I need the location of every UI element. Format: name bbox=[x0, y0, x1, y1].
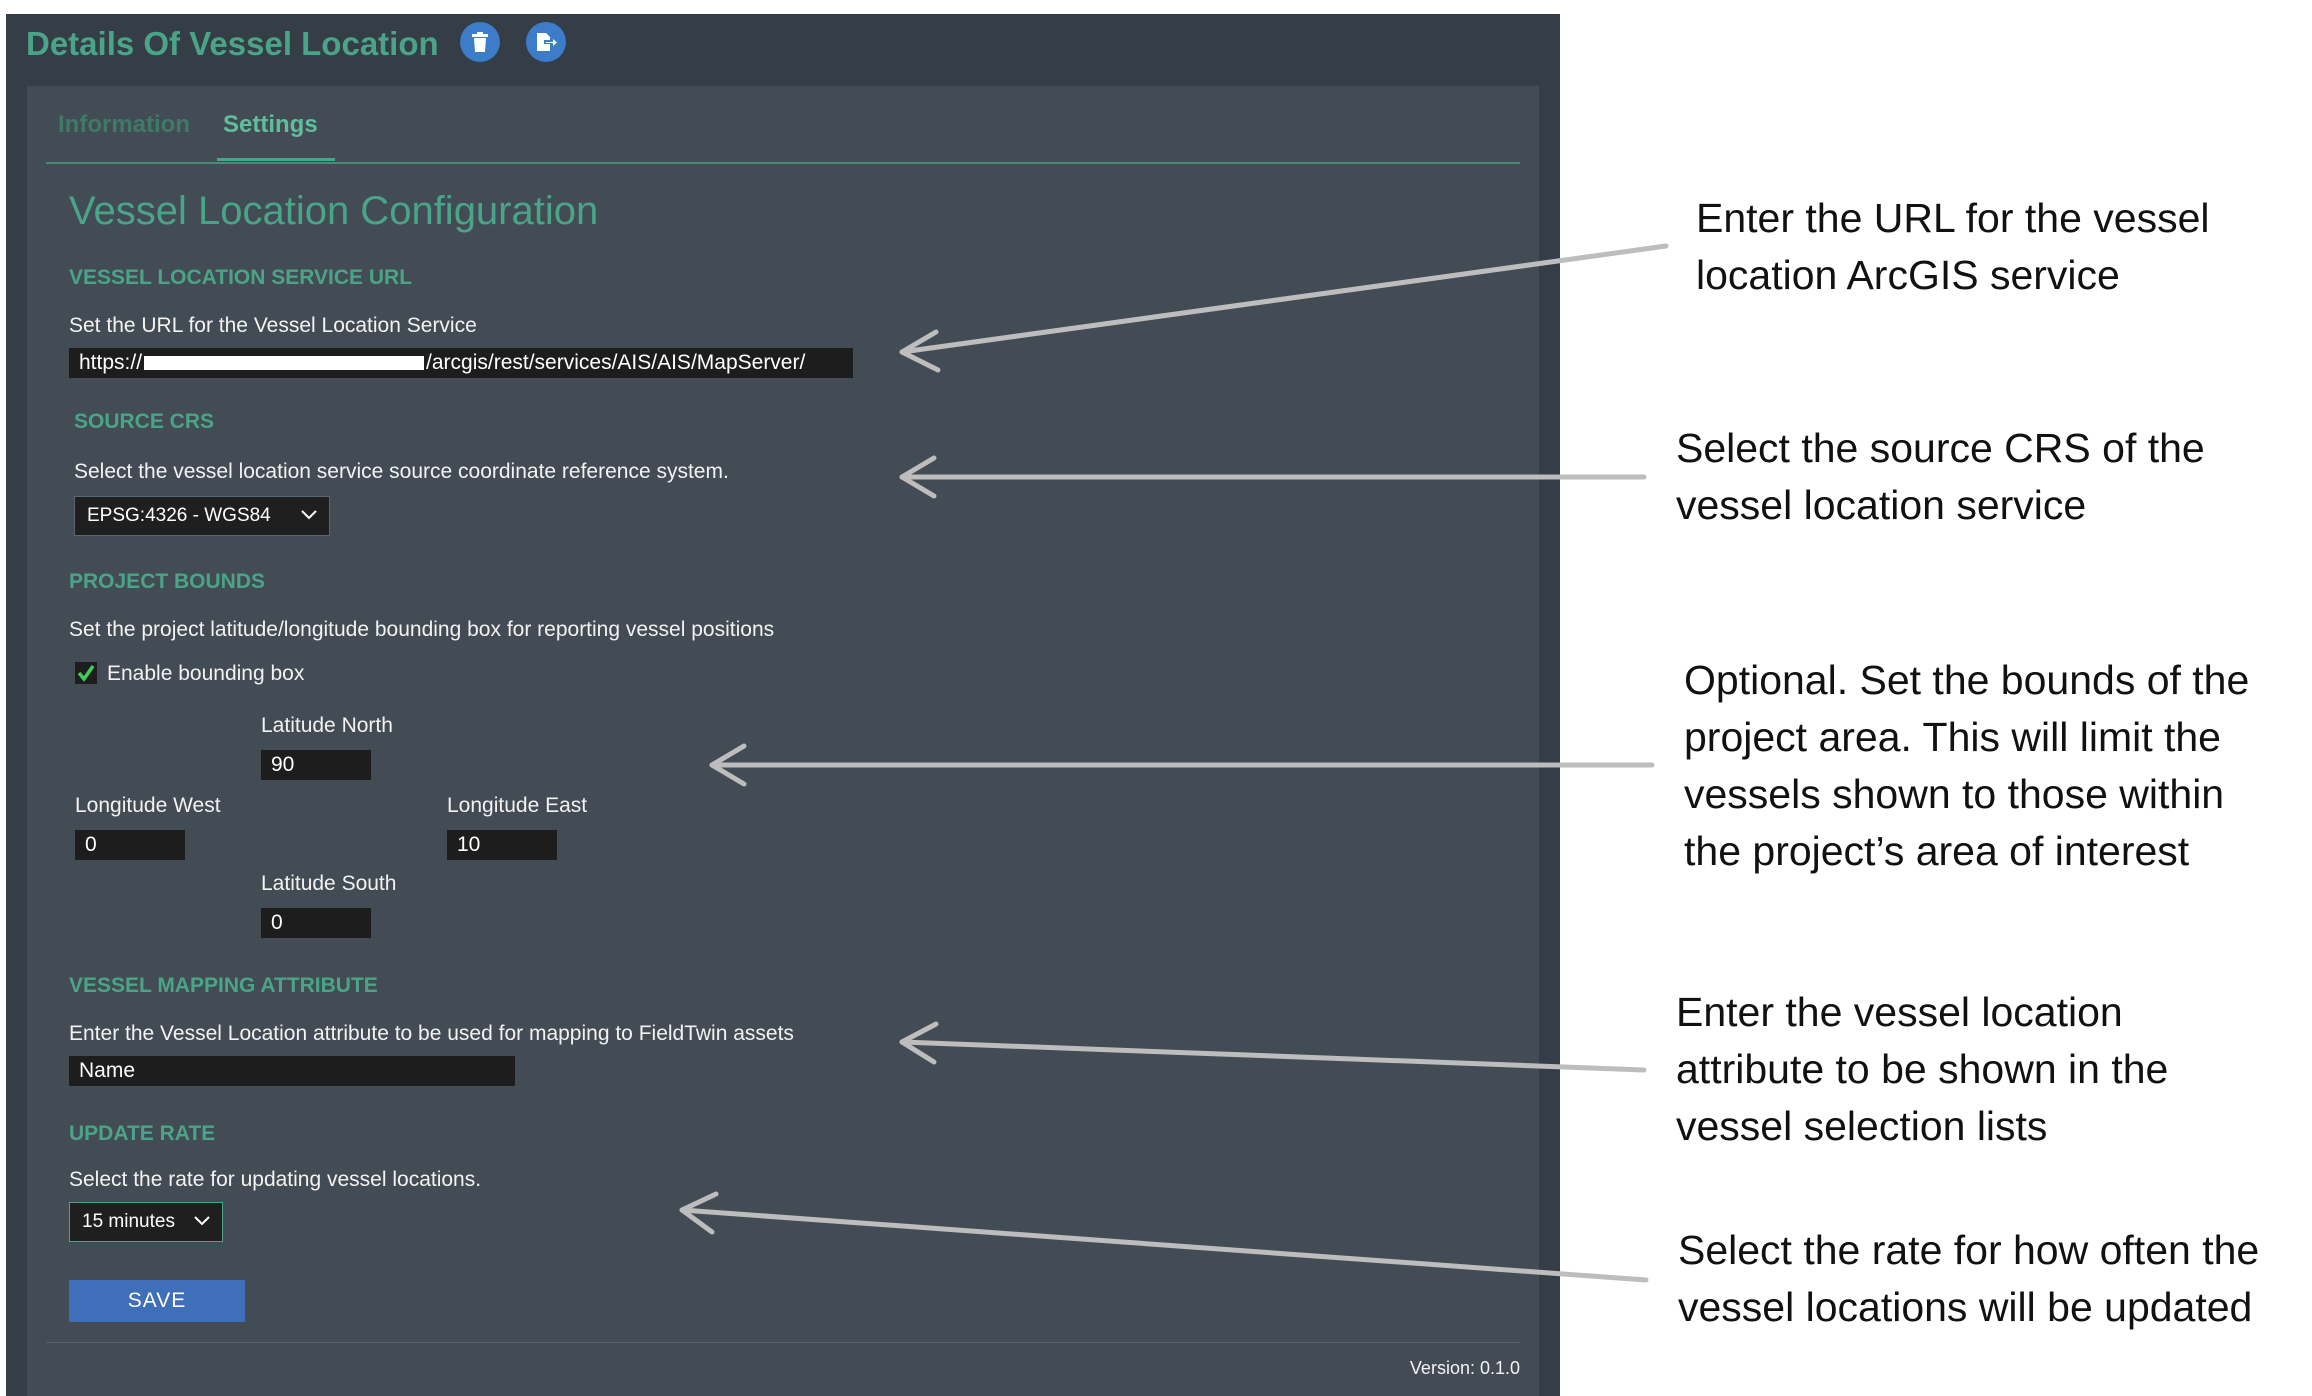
checkmark-icon bbox=[77, 665, 95, 682]
project-bounds-title: PROJECT BOUNDS bbox=[69, 570, 266, 593]
annotation-mapping-attribute: Enter the vessel location attribute to b… bbox=[1676, 984, 2168, 1155]
service-url-prefix: https:// bbox=[79, 351, 143, 374]
annotation-line: Select the source CRS of the bbox=[1676, 425, 2205, 471]
update-rate-select[interactable]: 15 minutes bbox=[69, 1202, 223, 1242]
arrow-service-url bbox=[899, 243, 1669, 355]
mapping-attribute-input[interactable] bbox=[69, 1056, 515, 1086]
annotation-update-rate: Select the rate for how often the vessel… bbox=[1678, 1222, 2259, 1336]
tab-divider bbox=[46, 162, 1520, 164]
latitude-north-input[interactable] bbox=[261, 750, 371, 780]
mapping-attribute-description: Enter the Vessel Location attribute to b… bbox=[69, 1022, 794, 1045]
save-button[interactable]: SAVE bbox=[69, 1280, 245, 1322]
annotation-line: Enter the vessel location bbox=[1676, 989, 2123, 1035]
update-rate-value: 15 minutes bbox=[82, 1211, 175, 1232]
annotation-line: location ArcGIS service bbox=[1696, 252, 2120, 298]
annotation-line: vessel locations will be updated bbox=[1678, 1284, 2253, 1330]
update-rate-description: Select the rate for updating vessel loca… bbox=[69, 1168, 482, 1191]
latitude-south-input[interactable] bbox=[261, 908, 371, 938]
window-header: Details Of Vessel Location bbox=[6, 14, 1560, 84]
source-crs-description: Select the vessel location service sourc… bbox=[74, 460, 729, 483]
latitude-north-label: Latitude North bbox=[261, 714, 393, 737]
source-crs-select[interactable]: EPSG:4326 - WGS84 bbox=[74, 496, 330, 536]
page-title: Details Of Vessel Location bbox=[26, 25, 439, 62]
tab-bar: Information Settings bbox=[27, 86, 1539, 166]
annotation-line: Optional. Set the bounds of the bbox=[1684, 657, 2250, 703]
footer-divider bbox=[46, 1342, 1520, 1343]
mapping-attribute-title: VESSEL MAPPING ATTRIBUTE bbox=[69, 974, 378, 997]
longitude-west-input[interactable] bbox=[75, 830, 185, 860]
export-button[interactable] bbox=[526, 22, 566, 62]
annotation-source-crs: Select the source CRS of the vessel loca… bbox=[1676, 420, 2205, 534]
longitude-west-label: Longitude West bbox=[75, 794, 221, 817]
chevron-down-icon bbox=[194, 1216, 210, 1226]
latitude-south-label: Latitude South bbox=[261, 872, 397, 895]
source-crs-value: EPSG:4326 - WGS84 bbox=[87, 505, 271, 526]
annotation-line: project area. This will limit the bbox=[1684, 714, 2221, 760]
settings-panel: Information Settings Vessel Location Con… bbox=[27, 86, 1539, 1396]
enable-bounding-box-label: Enable bounding box bbox=[107, 662, 305, 685]
arrow-update-rate bbox=[679, 1207, 1649, 1283]
service-url-input[interactable]: https:// /arcgis/rest/services/AIS/AIS/Ma… bbox=[69, 348, 853, 378]
annotation-line: vessel selection lists bbox=[1676, 1103, 2048, 1149]
enable-bounding-box-checkbox[interactable] bbox=[75, 662, 97, 684]
chevron-down-icon bbox=[301, 510, 317, 520]
delete-button[interactable] bbox=[460, 22, 500, 62]
arrow-head bbox=[899, 329, 941, 373]
longitude-east-input[interactable] bbox=[447, 830, 557, 860]
source-crs-title: SOURCE CRS bbox=[74, 410, 215, 433]
annotation-project-bounds: Optional. Set the bounds of the project … bbox=[1684, 652, 2249, 880]
annotation-line: vessels shown to those within bbox=[1684, 771, 2225, 817]
annotation-line: the project’s area of interest bbox=[1684, 828, 2190, 874]
annotation-line: Enter the URL for the vessel bbox=[1696, 195, 2210, 241]
tab-information[interactable]: Information bbox=[58, 111, 190, 138]
update-rate-title: UPDATE RATE bbox=[69, 1122, 216, 1145]
app-window: Details Of Vessel Location Information S… bbox=[6, 14, 1560, 1396]
service-url-description: Set the URL for the Vessel Location Serv… bbox=[69, 314, 477, 337]
arrow-head bbox=[709, 743, 747, 787]
arrow-mapping-attribute bbox=[899, 1039, 1647, 1073]
active-tab-indicator bbox=[217, 158, 335, 161]
tab-settings[interactable]: Settings bbox=[223, 111, 318, 138]
annotation-service-url: Enter the URL for the vessel location Ar… bbox=[1696, 190, 2210, 304]
service-url-title: VESSEL LOCATION SERVICE URL bbox=[69, 266, 413, 289]
project-bounds-description: Set the project latitude/longitude bound… bbox=[69, 618, 775, 641]
arrow-head bbox=[899, 1021, 939, 1065]
version-label: Version: 0.1.0 bbox=[1409, 1358, 1520, 1378]
arrow-head bbox=[899, 455, 937, 499]
redacted-host bbox=[144, 356, 425, 371]
arrow-head bbox=[679, 1191, 719, 1235]
annotation-line: attribute to be shown in the bbox=[1676, 1046, 2169, 1092]
service-url-suffix: /arcgis/rest/services/AIS/AIS/MapServer/ bbox=[426, 351, 806, 374]
annotation-line: vessel location service bbox=[1676, 482, 2087, 528]
longitude-east-label: Longitude East bbox=[447, 794, 588, 817]
config-heading: Vessel Location Configuration bbox=[69, 189, 599, 233]
trash-icon bbox=[472, 32, 488, 52]
export-icon bbox=[537, 33, 557, 51]
annotation-line: Select the rate for how often the bbox=[1678, 1227, 2260, 1273]
